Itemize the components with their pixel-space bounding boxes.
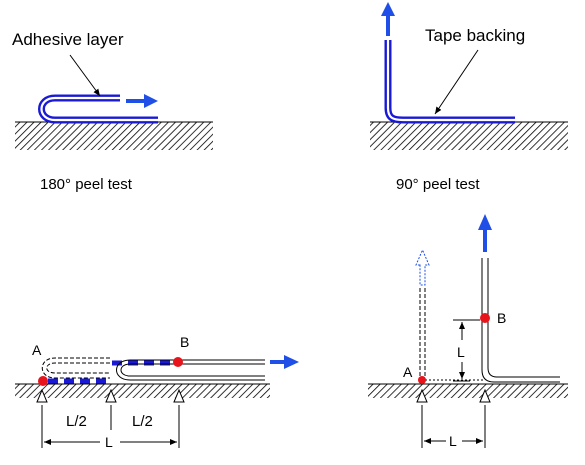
substrate-90 [370,122,568,150]
tape-90 [384,40,515,124]
substrate-180 [15,122,213,150]
tape-current-inner [487,258,560,378]
panel-180-geometry: A B L/2 L/2 L [15,334,299,450]
panel-90-geometry: B A L L [368,214,568,449]
label-180-peel-test: 180° peel test [40,176,133,193]
marker-point-a-right [418,376,426,384]
point-b-label-right: B [497,310,506,326]
pull-arrow-dotted-icon [415,248,430,286]
support-right-a-icon [416,388,428,403]
support-right-icon [173,388,185,403]
dim-label-half-right: L/2 [132,413,153,430]
panel-180-peel: Adhesive layer 180° peel test [12,30,213,193]
point-a-label-right: A [403,364,413,380]
dim-label-length-horizontal: L [449,433,457,449]
pull-arrow-up-icon [381,2,395,36]
point-b-label-left: B [180,334,189,350]
marker-point-b-left [173,357,183,367]
pull-arrow-right-icon [126,94,158,108]
dim-label-length-left: L [105,434,113,450]
pull-arrow-right-bottom-icon [270,355,299,369]
tape-180-inner [40,96,158,122]
marker-point-b-right [480,313,490,323]
support-mid-icon [105,388,117,403]
substrate-bottom-left [15,384,270,398]
tape-folded-outer [116,359,265,381]
backing-leader-line [434,49,479,115]
tape-initial-dashed [41,357,110,379]
label-90-peel-test: 90° peel test [396,176,480,193]
label-tape-backing: Tape backing [425,26,525,45]
support-left-icon [36,388,48,403]
tape-90-inner [386,40,515,122]
tape-initial-dashed-inner [46,362,110,374]
label-adhesive-layer: Adhesive layer [12,30,124,49]
point-a-label-left: A [32,342,42,358]
marker-point-a-left [38,376,48,386]
adhesive-leader-line [69,54,101,97]
tape-folded-inner [120,363,265,377]
panel-90-peel: Tape backing 90° peel test [370,2,568,193]
tape-current-outer [481,258,560,383]
pull-arrow-up-bottom-icon [478,214,492,252]
dim-label-half-left: L/2 [66,413,87,430]
dim-label-length-vertical: L [457,344,465,360]
support-right-b-icon [479,388,491,403]
substrate-bottom-right [368,384,568,398]
